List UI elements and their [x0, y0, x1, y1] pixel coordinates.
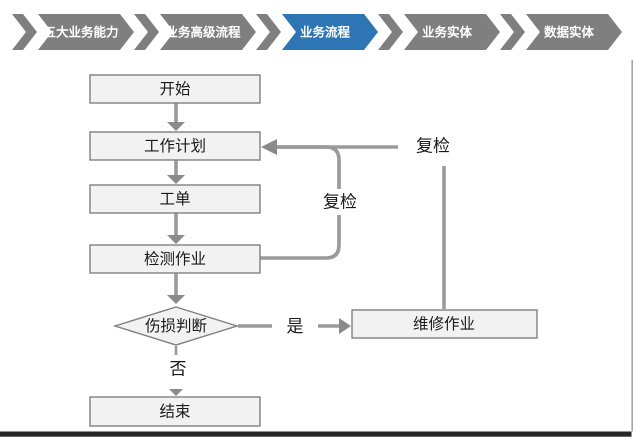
edge-label-recheck-inner: 复检	[323, 193, 357, 212]
chevron-separator-icon	[500, 14, 525, 50]
breadcrumb-item-business-process-active[interactable]: 业务流程	[256, 14, 378, 50]
arrowhead-down-icon	[167, 175, 185, 184]
breadcrumb-item-five-capabilities[interactable]: 五大业务能力	[12, 14, 134, 50]
breadcrumb-item-data-entity[interactable]: 数据实体	[500, 14, 622, 50]
edge-label-yes: 是	[287, 317, 304, 336]
node-label: 工作计划	[144, 137, 206, 155]
arrowhead-down-icon	[167, 235, 185, 244]
node-label: 伤损判断	[145, 317, 207, 335]
decision-diamond	[112, 306, 240, 346]
arrowhead-down-small-icon	[169, 389, 183, 396]
node-label: 维修作业	[413, 315, 475, 333]
flow-node-inspection: 检测作业	[89, 244, 261, 274]
node-label: 检测作业	[144, 250, 206, 268]
arrowhead-down-icon	[167, 122, 185, 131]
chevron-separator-icon	[134, 14, 159, 50]
chevron-separator-icon	[256, 14, 281, 50]
flow-node-end: 结束	[89, 396, 261, 427]
flow-node-start: 开始	[89, 74, 261, 104]
chevron-separator-icon	[378, 14, 403, 50]
node-box	[89, 396, 261, 427]
node-box	[89, 74, 261, 104]
chevron-shape	[38, 14, 134, 50]
node-box	[89, 244, 261, 274]
node-label: 工单	[159, 190, 190, 208]
flowchart: 开始 工作计划 工单 检测作业 伤损判断 结束 维修作业 复检 复检 是	[89, 74, 538, 427]
bottom-border-bar	[0, 431, 632, 437]
flow-node-work-plan: 工作计划	[89, 131, 261, 161]
breadcrumb-label: 数据实体	[543, 25, 595, 40]
breadcrumb: 五大业务能力 业务高级流程 业务流程 业务实体 数据实体	[12, 14, 622, 50]
node-label: 结束	[159, 403, 190, 421]
arrowhead-down-icon	[167, 295, 185, 304]
breadcrumb-item-business-entity[interactable]: 业务实体	[378, 14, 500, 50]
edge-label-no: 否	[170, 360, 187, 379]
breadcrumb-label: 业务实体	[422, 25, 473, 40]
breadcrumb-label: 五大业务能力	[43, 25, 118, 40]
breadcrumb-label: 业务流程	[300, 25, 351, 40]
chevron-shape	[404, 14, 500, 50]
flow-node-repair: 维修作业	[351, 309, 538, 339]
arrowhead-right-icon	[339, 318, 351, 334]
flow-connectors	[167, 103, 446, 396]
chevron-shape	[160, 14, 256, 50]
node-box	[351, 309, 538, 339]
chevron-separator-icon	[12, 14, 37, 50]
node-label: 开始	[159, 80, 191, 98]
arrowhead-left-icon	[261, 139, 277, 155]
flow-node-work-order: 工单	[89, 184, 261, 214]
breadcrumb-item-advanced-process[interactable]: 业务高级流程	[134, 14, 256, 50]
node-box	[89, 184, 261, 214]
flow-node-damage-judge: 伤损判断	[112, 306, 240, 346]
chevron-shape	[526, 14, 622, 50]
node-box	[89, 131, 261, 161]
edge-label-recheck-right: 复检	[416, 137, 450, 156]
breadcrumb-label: 业务高级流程	[165, 25, 241, 40]
chevron-shape	[282, 14, 378, 50]
label-background	[316, 189, 362, 215]
